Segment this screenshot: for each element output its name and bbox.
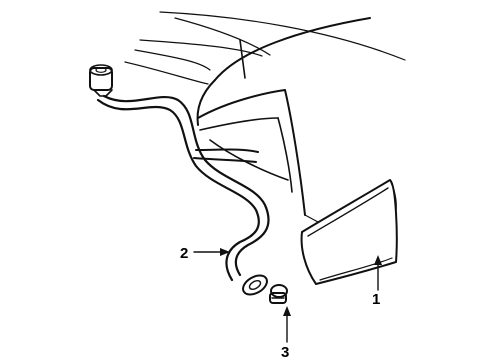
callout-2-label: 2: [180, 245, 188, 262]
callout-labels: 1 2 3: [180, 245, 380, 360]
callout-1-label: 1: [372, 291, 380, 308]
harness-grommet: [242, 274, 268, 296]
harness-connector: [89, 64, 113, 97]
side-marker-lamp: [300, 179, 398, 285]
callout-3-label: 3: [281, 344, 289, 360]
vehicle-fender: [124, 11, 406, 223]
wiring-harness: [89, 64, 270, 296]
bulb: [269, 284, 288, 304]
callout-leaders: [193, 248, 382, 343]
callout-2-arrowhead: [220, 248, 230, 256]
callout-3-arrowhead: [283, 306, 291, 316]
callout-1-arrowhead: [374, 255, 382, 265]
